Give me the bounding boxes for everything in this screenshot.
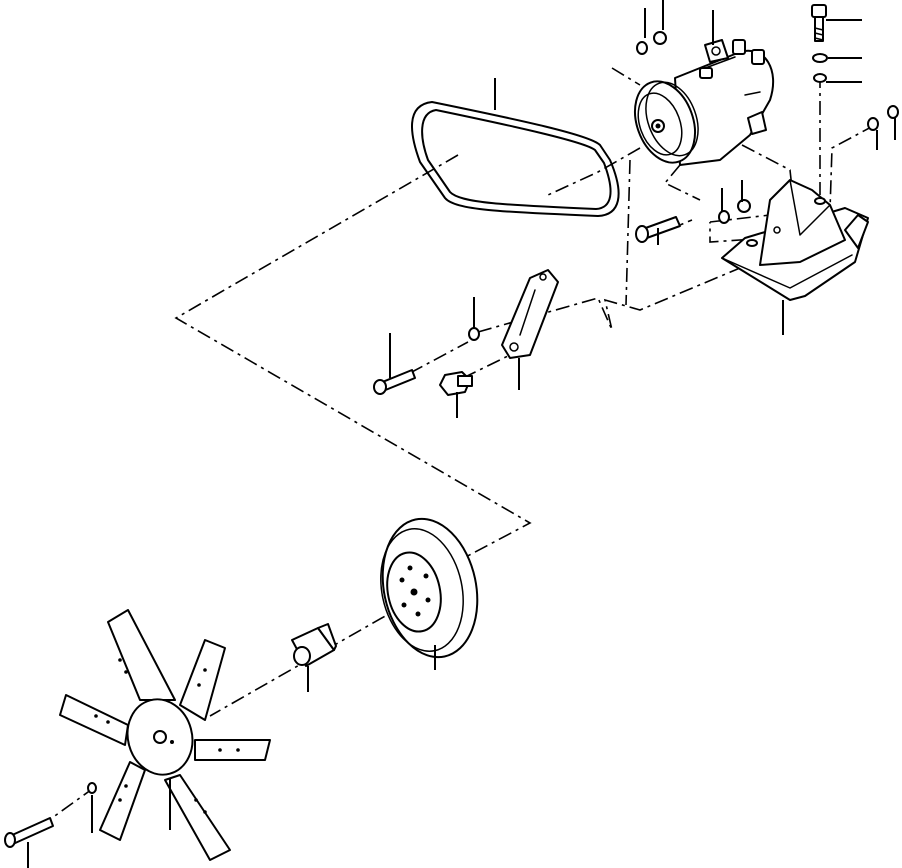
bolt-long-icon[interactable] <box>373 369 416 395</box>
ac-compressor[interactable] <box>624 39 775 171</box>
pulley[interactable] <box>370 510 490 666</box>
bolt-pivot-icon[interactable] <box>439 371 473 396</box>
nut-icon[interactable] <box>867 105 899 131</box>
nut-icon[interactable] <box>718 199 751 224</box>
fan-blade-icon <box>194 739 271 761</box>
fan-blade-icon <box>164 774 231 861</box>
leader-lines <box>27 0 896 868</box>
fan-washer-icon[interactable] <box>87 782 97 794</box>
drive-belt[interactable] <box>411 101 620 217</box>
washer-icon[interactable] <box>812 53 828 63</box>
spacer[interactable] <box>291 623 337 667</box>
fitting-right-icon <box>751 49 765 65</box>
fan-blade-icon <box>107 609 176 701</box>
bolt-top-right-icon[interactable] <box>811 4 827 42</box>
compressor-bracket[interactable] <box>721 179 869 301</box>
fan-blade-icon <box>59 694 129 746</box>
nut-icon[interactable] <box>468 327 480 341</box>
bolt-bracket-icon[interactable] <box>635 216 681 243</box>
pulley-holes <box>399 565 431 617</box>
fan-blade-icon <box>179 639 226 721</box>
fan-blade-icon <box>99 761 146 841</box>
fan-rivets <box>94 658 240 814</box>
fan[interactable] <box>59 609 271 861</box>
fitting-left-icon <box>732 39 746 55</box>
centerlines <box>44 67 876 824</box>
nut-icon[interactable] <box>636 31 667 55</box>
adjusting-strap[interactable] <box>501 269 559 359</box>
fan-bolt-icon[interactable] <box>4 817 54 848</box>
lock-washer-icon[interactable] <box>813 73 827 83</box>
